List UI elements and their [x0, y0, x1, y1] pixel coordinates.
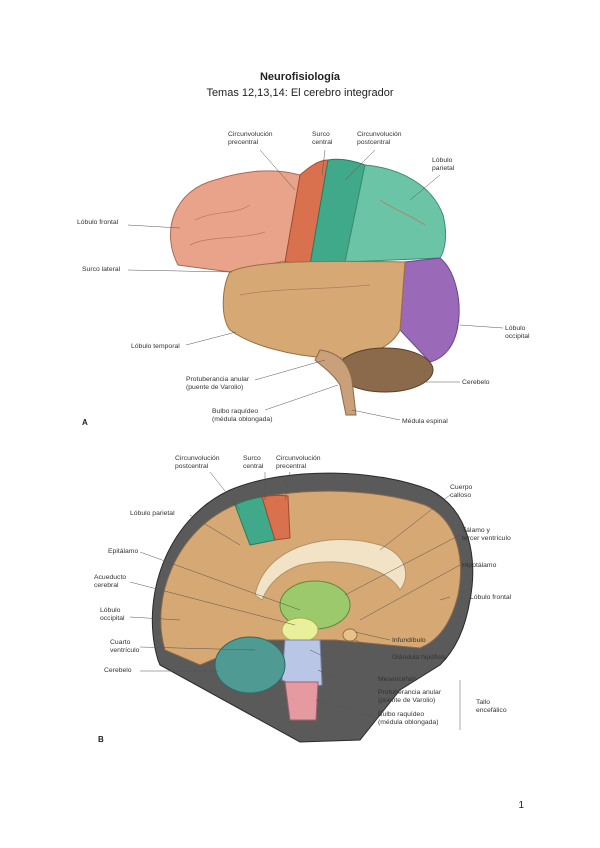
label-b-glandula-hipofisis: Glándula hipófisis	[392, 654, 446, 661]
parietal-lobe	[344, 164, 447, 263]
label-b-cuerpo-calloso: Cuerpo calloso	[450, 484, 473, 499]
document-title: Neurofisiología	[259, 71, 341, 83]
label-b-cuarto-ventriculo: Cuarto ventrículo	[110, 639, 140, 654]
gyri-lines	[189, 199, 426, 296]
bulbo-b	[284, 681, 319, 721]
label-b-acueducto: Acueducto cerebral	[94, 574, 127, 589]
cerebellum-b	[214, 636, 286, 694]
label-a-lobulo-parietal: Lóbulo parietal	[432, 157, 455, 172]
midbrain	[281, 617, 319, 643]
label-b-lobulo-occipital: Lóbulo occipital	[100, 607, 125, 622]
label-a-lobulo-frontal: Lóbulo frontal	[77, 219, 119, 226]
label-a-surco-lateral: Surco lateral	[82, 266, 121, 273]
figure-a-letter: A	[82, 418, 88, 427]
label-b-circ-postcentral: Circunvolución postcentral	[175, 455, 220, 470]
label-b-lobulo-parietal: Lóbulo parietal	[130, 510, 175, 517]
corpus-callosum	[254, 539, 407, 601]
label-a-bulbo: Bulbo raquídeo (médula oblongada)	[212, 408, 273, 423]
label-a-cerebelo: Cerebelo	[462, 379, 490, 386]
figure-b-letter: B	[98, 735, 104, 744]
brainstem-a	[314, 349, 357, 416]
label-b-bulbo: Bulbo raquídeo (médula oblongada)	[378, 711, 439, 726]
precentral-gyrus-b	[261, 494, 291, 541]
cortex-b	[160, 490, 461, 666]
page-number: 1	[518, 800, 524, 811]
document-subtitle: Temas 12,13,14: El cerebro integrador	[206, 87, 394, 99]
label-b-epitalamo: Epitálamo	[108, 548, 139, 555]
label-b-circ-precentral: Circunvolución precentral	[276, 455, 321, 470]
frontal-lobe	[170, 170, 301, 273]
label-a-circ-postcentral: Circunvolución postcentral	[357, 131, 402, 146]
label-b-tallo: Tallo encefálico	[476, 699, 507, 714]
pituitary	[342, 628, 358, 642]
label-a-lobulo-occipital: Lóbulo occipital	[505, 325, 530, 340]
label-b-protuberancia: Protuberancia anular (puente de Varolio)	[378, 689, 442, 704]
label-a-lobulo-temporal: Lóbulo temporal	[131, 343, 180, 350]
label-b-cerebelo: Cerebelo	[104, 667, 132, 674]
label-b-hipotalamo: Hipotálamo	[462, 562, 497, 569]
label-a-medula: Médula espinal	[402, 418, 448, 425]
label-a-surco-central: Surco central	[312, 131, 333, 146]
label-b-surco-central: Surco central	[243, 455, 264, 470]
label-a-protuberancia: Protuberancia anular (puente de Varolio)	[186, 376, 250, 391]
label-a-circ-precentral: Circunvolución precentral	[228, 131, 273, 146]
brainstem-b	[281, 639, 323, 689]
label-b-infundibulo: Infundíbulo	[392, 637, 426, 644]
label-b-talamo: Tálamo y tercer ventrículo	[462, 527, 511, 542]
label-b-lobulo-frontal: Lóbulo frontal	[470, 594, 512, 601]
label-b-mesencefalo: Mesencéfalo	[378, 676, 417, 683]
